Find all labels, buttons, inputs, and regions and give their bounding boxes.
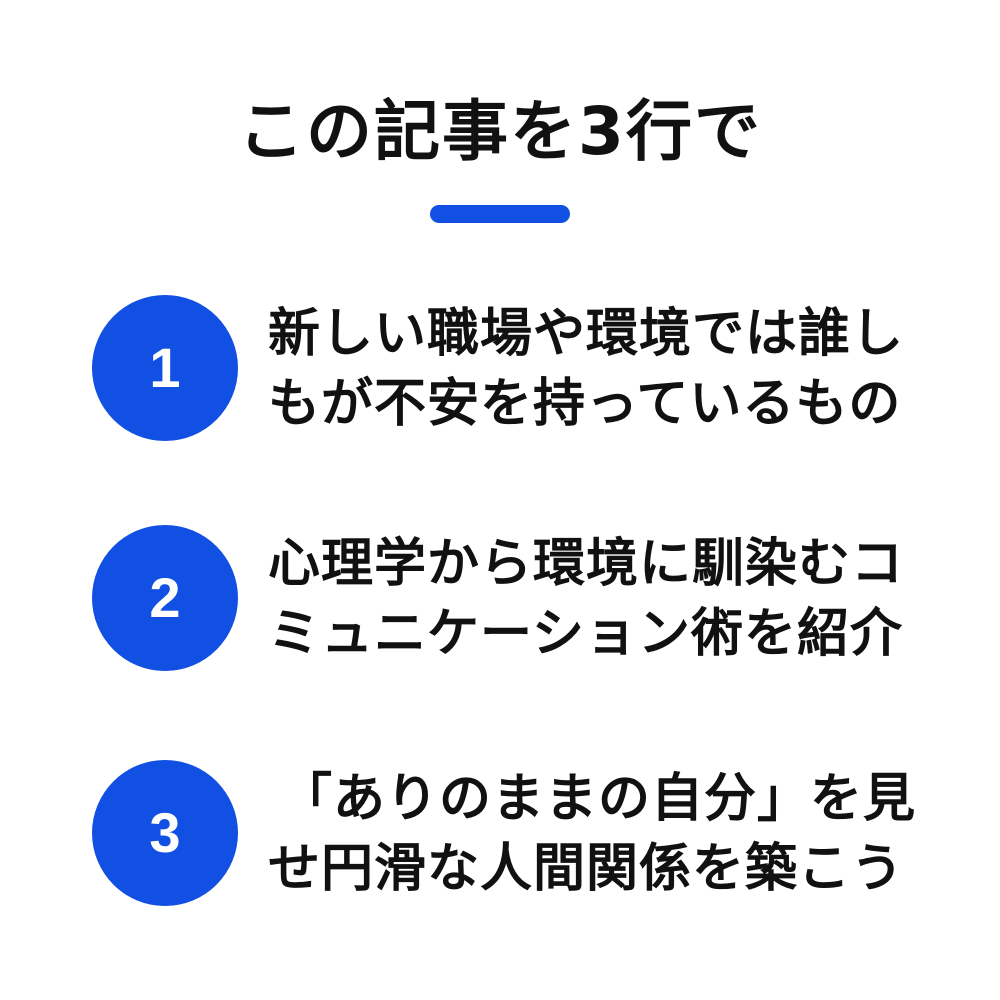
summary-text-1: 新しい職場や環境では誰し もが不安を持っているもの <box>268 299 908 439</box>
title-underline <box>430 205 570 223</box>
summary-text-1-line-1: 新しい職場や環境では誰し <box>268 304 905 364</box>
summary-text-3: 「ありのままの自分」を見 せ円滑な人間関係を築こう <box>268 764 917 904</box>
summary-text-2-line-1: 心理学から環境に馴染むコ <box>268 534 905 594</box>
summary-text-3-line-2: せ円滑な人間関係を築こう <box>268 839 905 899</box>
number-badge-label-3: 3 <box>149 801 181 864</box>
page-title: この記事を3行で <box>238 93 762 170</box>
summary-point-1: 1 新しい職場や環境では誰し もが不安を持っているもの <box>92 295 932 441</box>
number-badge-3: 3 <box>92 760 238 906</box>
number-badge-1: 1 <box>92 295 238 441</box>
summary-text-2: 心理学から環境に馴染むコ ミュニケーション術を紹介 <box>268 529 908 669</box>
number-badge-label-1: 1 <box>149 336 181 399</box>
number-badge-label-2: 2 <box>149 566 181 629</box>
summary-text-2-line-2: ミュニケーション術を紹介 <box>268 604 903 664</box>
number-badge-2: 2 <box>92 525 238 671</box>
summary-point-2: 2 心理学から環境に馴染むコ ミュニケーション術を紹介 <box>92 525 932 671</box>
summary-point-3: 3 「ありのままの自分」を見 せ円滑な人間関係を築こう <box>92 760 932 906</box>
summary-text-1-line-2: もが不安を持っているもの <box>268 374 902 434</box>
summary-text-3-line-1: 「ありのままの自分」を見 <box>280 769 917 829</box>
